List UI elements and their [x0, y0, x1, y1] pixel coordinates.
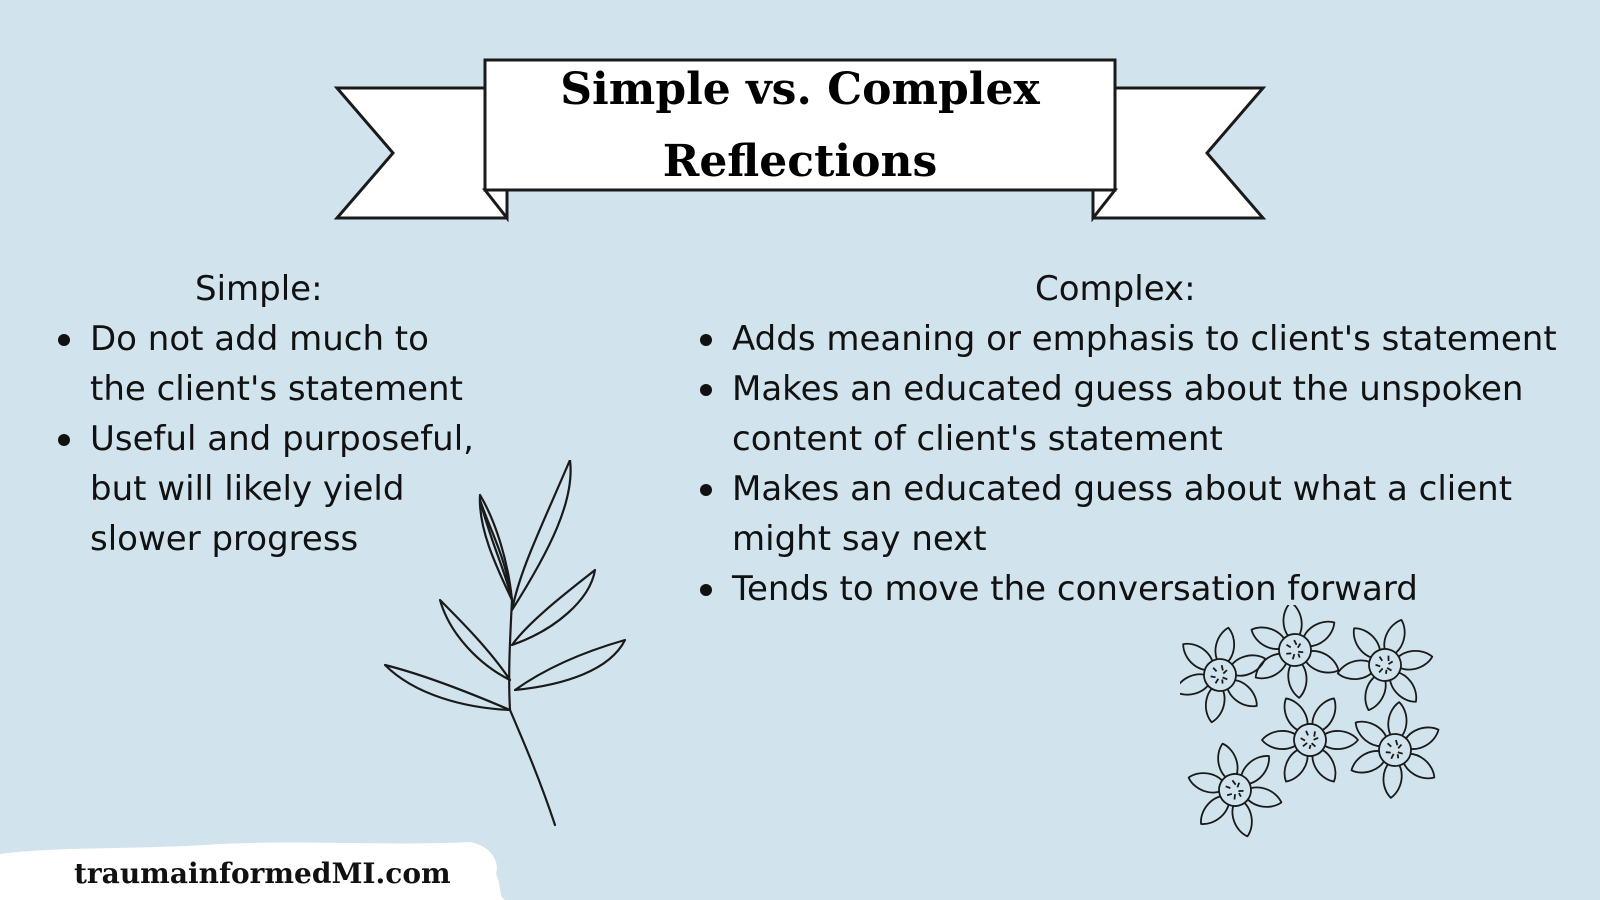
simple-list: Do not add much to the client's statemen…: [56, 314, 496, 564]
list-item-line: Tends to move the conversation forward: [732, 569, 1418, 609]
simple-heading: Simple:: [195, 269, 323, 309]
footer-brush-stroke: [0, 842, 505, 900]
list-item: Makes an educated guess about the unspok…: [698, 364, 1578, 464]
banner-main: [483, 58, 1117, 192]
list-item-line: Do not add much to: [90, 319, 429, 359]
list-item: Tends to move the conversation forward: [698, 564, 1578, 614]
bullet-dot: [58, 334, 70, 346]
bullet-dot: [58, 434, 70, 446]
footer-website: traumainformedMI.com: [74, 857, 451, 890]
leaf-sprig-illustration: [383, 460, 627, 827]
list-item: Do not add much to the client's statemen…: [56, 314, 496, 414]
list-item-line: but will likely yield: [90, 469, 405, 509]
page-title-line-1: Simple vs. Complex: [560, 64, 1040, 115]
banner-left-tail: [333, 86, 509, 220]
bullet-dot: [700, 334, 712, 346]
list-item-line: Makes an educated guess about the unspok…: [732, 369, 1524, 409]
list-item-line: slower progress: [90, 519, 359, 559]
list-item: Adds meaning or emphasis to client's sta…: [698, 314, 1578, 364]
banner-right-tail: [1091, 86, 1267, 220]
complex-heading: Complex:: [1035, 269, 1196, 309]
list-item-line: content of client's statement: [732, 419, 1223, 459]
bullet-dot: [700, 484, 712, 496]
list-item-line: the client's statement: [90, 369, 463, 409]
list-item-line: Useful and purposeful,: [90, 419, 474, 459]
bullet-dot: [700, 584, 712, 596]
list-item: Makes an educated guess about what a cli…: [698, 464, 1578, 564]
bullet-dot: [700, 384, 712, 396]
list-item-line: Adds meaning or emphasis to client's sta…: [732, 319, 1557, 359]
page-title-line-2: Reflections: [662, 136, 938, 187]
complex-list: Adds meaning or emphasis to client's sta…: [698, 314, 1578, 614]
ribbon-banner: [333, 58, 1267, 223]
list-item: Useful and purposeful, but will likely y…: [56, 414, 496, 564]
list-item-line: might say next: [732, 519, 987, 559]
flower-cluster-illustration: [1180, 605, 1447, 850]
list-item-line: Makes an educated guess about what a cli…: [732, 469, 1513, 509]
